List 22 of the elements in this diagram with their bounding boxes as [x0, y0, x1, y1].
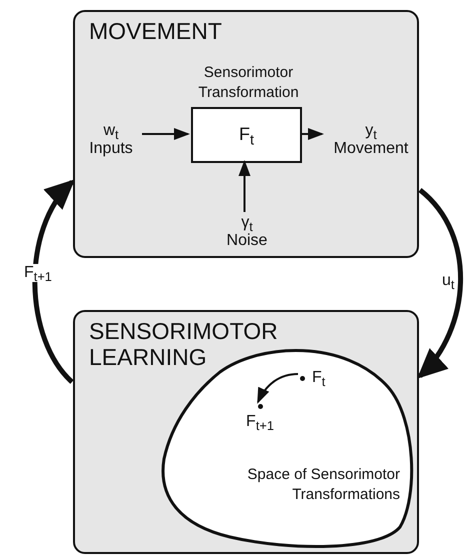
- arrow: [417, 188, 463, 379]
- arrow: [32, 179, 75, 384]
- arrow: [238, 160, 250, 212]
- panel: [73, 310, 419, 554]
- arrow: [301, 128, 324, 140]
- symbol-label: F$_{t}$: [239, 125, 254, 145]
- panel: [73, 10, 419, 258]
- symbol-label: y$_{t}$: [365, 122, 377, 140]
- box-heading: Sensorimotor Transformation: [197, 63, 300, 102]
- panel-title: SENSORIMOTOR LEARNING: [89, 318, 279, 371]
- symbol-label: γ$_{t}$: [241, 214, 253, 232]
- point-label: F$_{t+1}$: [246, 413, 274, 431]
- point-label: F$_{t}$: [312, 369, 326, 387]
- space-label: Space of Sensorimotor Transformations: [246, 465, 400, 504]
- arrow: [257, 373, 298, 404]
- arrow: [142, 128, 190, 140]
- panel-title: MOVEMENT: [89, 18, 222, 44]
- term-label: Movement: [334, 140, 408, 158]
- term-label: Inputs: [89, 140, 133, 158]
- symbol-label: w$_{t}$: [103, 122, 119, 140]
- term-label: Noise: [226, 232, 268, 250]
- edge-label: F$_{t+1}$: [22, 264, 54, 282]
